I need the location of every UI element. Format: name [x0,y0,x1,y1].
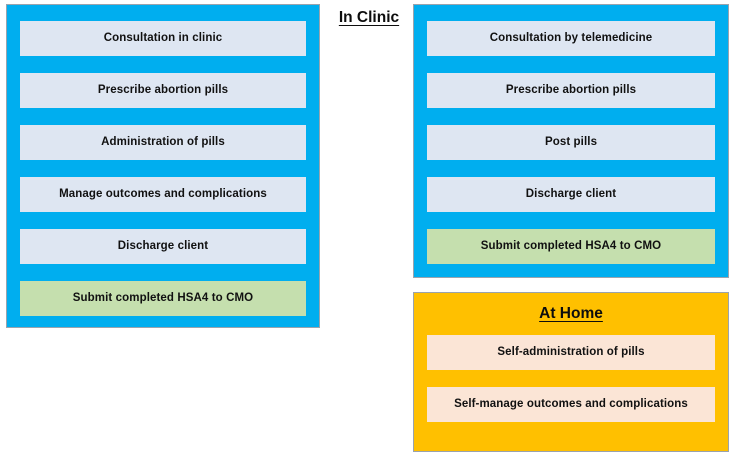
step-prescribe-abortion-pills[interactable]: Prescribe abortion pills [20,73,306,108]
step-discharge-client[interactable]: Discharge client [20,229,306,264]
step-administration-of-pills[interactable]: Administration of pills [20,125,306,160]
step-manage-outcomes-complications[interactable]: Manage outcomes and complications [20,177,306,212]
step-post-pills[interactable]: Post pills [427,125,715,160]
step-prescribe-abortion-pills[interactable]: Prescribe abortion pills [427,73,715,108]
at-home-heading: At Home [539,305,603,322]
step-self-manage-outcomes-complications[interactable]: Self-manage outcomes and complications [427,387,715,422]
in-clinic-pathway-panel: Consultation in clinic Prescribe abortio… [6,4,320,328]
step-discharge-client[interactable]: Discharge client [427,177,715,212]
telemedicine-pathway-panel: Consultation by telemedicine Prescribe a… [413,4,729,278]
step-consultation-by-telemedicine[interactable]: Consultation by telemedicine [427,21,715,56]
in-clinic-heading: In Clinic [338,9,400,26]
step-submit-hsa4-to-cmo[interactable]: Submit completed HSA4 to CMO [20,281,306,316]
step-submit-hsa4-to-cmo[interactable]: Submit completed HSA4 to CMO [427,229,715,264]
step-self-administration-of-pills[interactable]: Self-administration of pills [427,335,715,370]
step-consultation-in-clinic[interactable]: Consultation in clinic [20,21,306,56]
at-home-pathway-panel: At Home Self-administration of pills Sel… [413,292,729,452]
